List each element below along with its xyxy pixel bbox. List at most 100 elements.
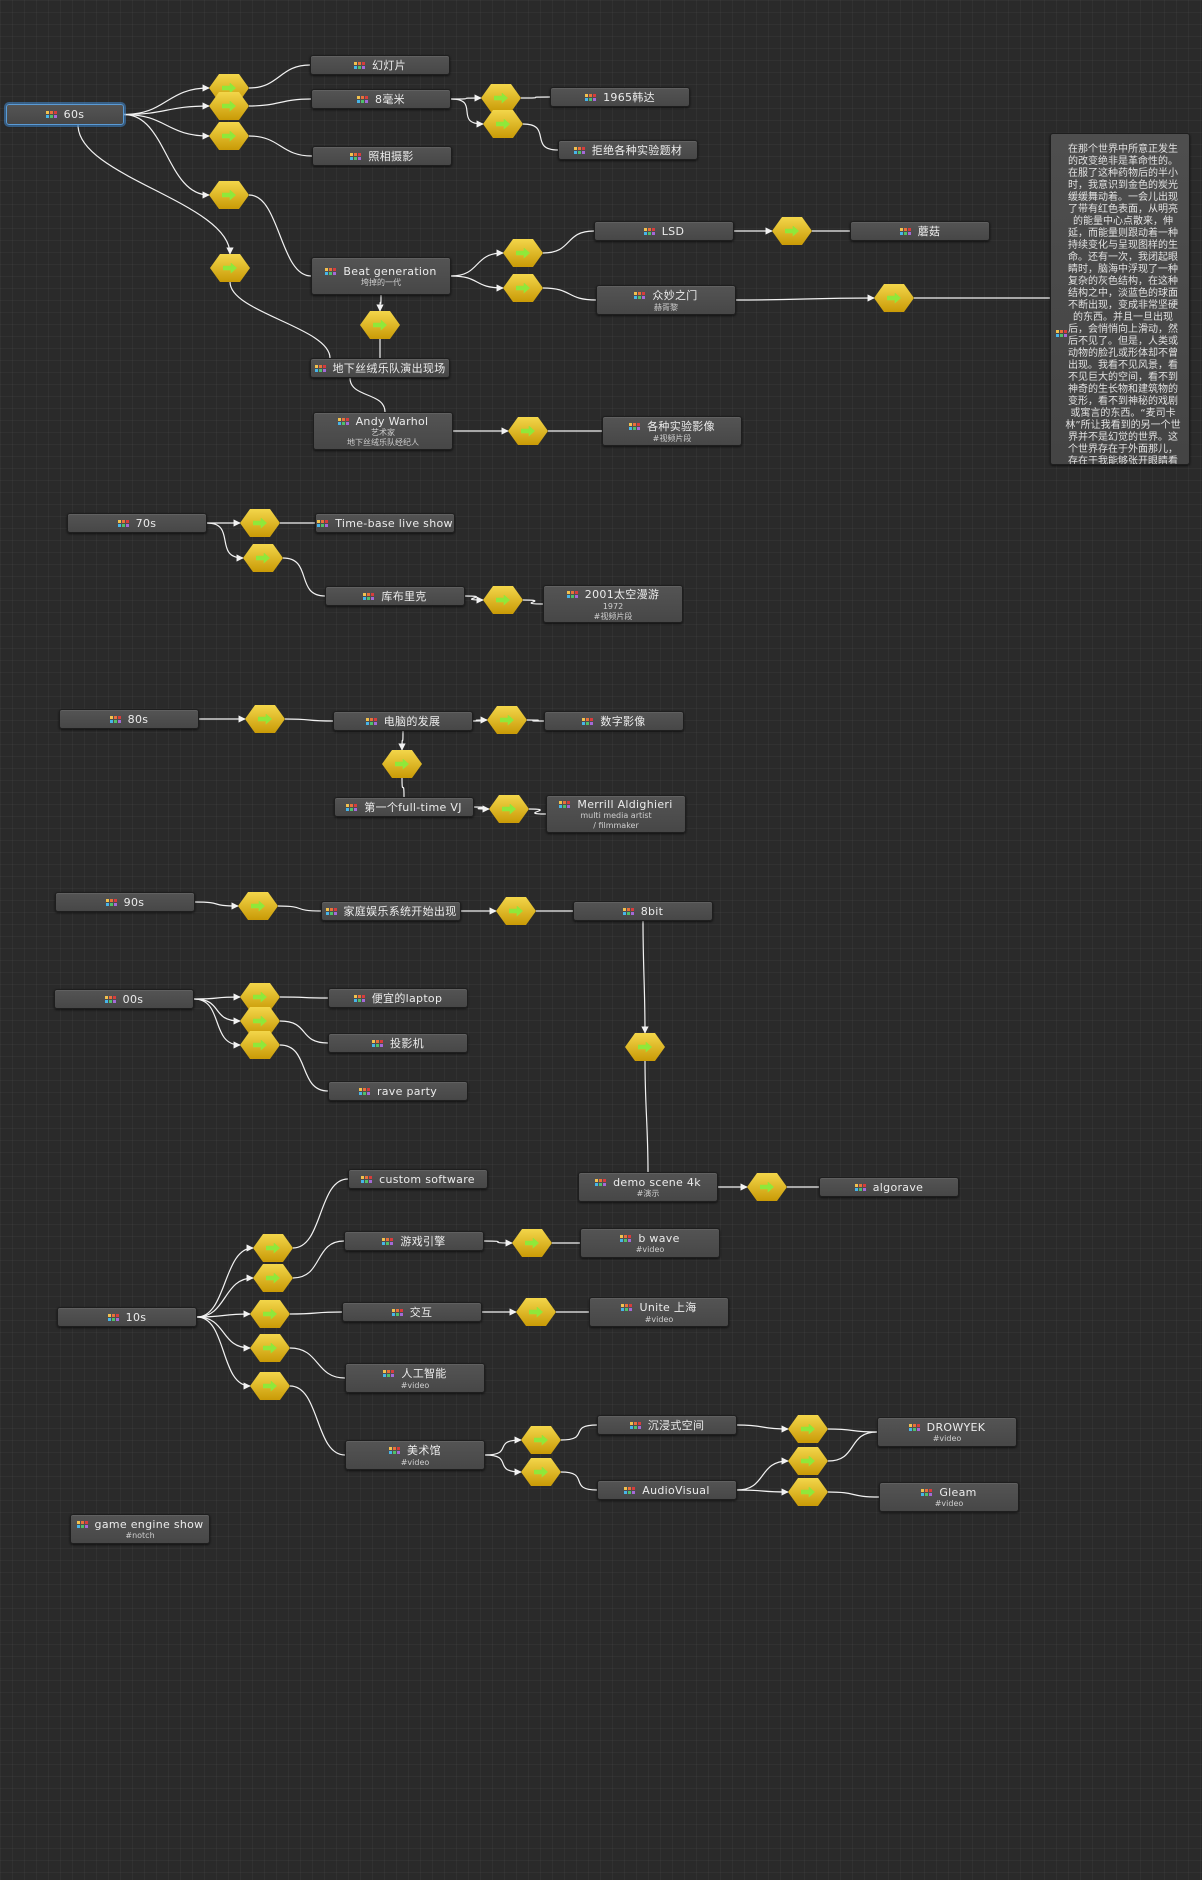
node-custom[interactable]: custom software (348, 1169, 488, 1189)
edge (560, 1471, 598, 1491)
node-header: LSD (643, 225, 684, 238)
node-title: 8毫米 (375, 93, 405, 106)
node-header: 蘑菇 (899, 223, 941, 239)
edge (473, 805, 490, 813)
node-immersive[interactable]: 沉浸式空间 (597, 1415, 737, 1435)
node-drowyek[interactable]: DROWYEK#video (877, 1417, 1017, 1447)
connector-h3[interactable] (209, 122, 249, 150)
connector-h17[interactable] (245, 705, 285, 733)
comment-node[interactable]: 在那个世界中所意正发生的改变绝非是革命性的。在服了这种药物后的半小时，我意识到金… (1050, 133, 1190, 465)
node-header: rave party (358, 1085, 437, 1098)
node-00s[interactable]: 00s (54, 989, 194, 1009)
node-bwave[interactable]: b wave#video (580, 1228, 720, 1258)
node-laptop[interactable]: 便宜的laptop (328, 988, 468, 1008)
node-expfilm[interactable]: 各种实验影像#视频片段 (602, 416, 742, 446)
node-70s[interactable]: 70s (67, 513, 207, 533)
node-lsd[interactable]: LSD (594, 221, 734, 241)
node-grid-icon (314, 364, 326, 372)
node-header: Beat generation (325, 265, 436, 278)
node-80s[interactable]: 80s (59, 709, 199, 729)
node-rave[interactable]: rave party (328, 1081, 468, 1101)
node-digital[interactable]: 数字影像 (544, 711, 684, 731)
arrow-right-icon (502, 803, 516, 815)
edge (464, 595, 484, 604)
node-10s[interactable]: 10s (57, 1307, 197, 1327)
edge (736, 1488, 789, 1496)
node-1965[interactable]: 1965韩达 (550, 87, 690, 107)
edge (641, 920, 649, 1034)
node-header: 数字影像 (582, 713, 645, 729)
node-velvet[interactable]: 地下丝绒乐队演出现场 (310, 358, 450, 378)
node-grid-icon (104, 995, 116, 1003)
edge (560, 1424, 598, 1441)
connector-h22[interactable] (496, 897, 536, 925)
node-header: 8bit (622, 905, 664, 918)
node-interact[interactable]: 交互 (342, 1302, 482, 1322)
node-exp[interactable]: 拒绝各种实验题材 (558, 140, 698, 160)
node-title: 幻灯片 (372, 59, 406, 72)
connector-h11[interactable] (772, 217, 812, 245)
connector-h13[interactable] (508, 417, 548, 445)
node-60s[interactable]: 60s (6, 104, 124, 125)
node-kubrick[interactable]: 库布里克 (325, 586, 465, 606)
node-header: 1965韩达 (585, 89, 655, 105)
node-header: 便宜的laptop (353, 990, 443, 1006)
node-projector[interactable]: 投影机 (328, 1033, 468, 1053)
edge (123, 102, 210, 116)
node-gameengine[interactable]: 游戏引擎 (344, 1231, 484, 1251)
node-demo[interactable]: demo scene 4k#演示 (578, 1172, 718, 1202)
edge (542, 230, 595, 254)
connector-h2[interactable] (209, 92, 249, 120)
edge (450, 275, 504, 292)
arrow-right-icon (266, 1272, 280, 1284)
connector-h23[interactable] (240, 983, 280, 1011)
node-8bit[interactable]: 8bit (573, 901, 713, 921)
node-door[interactable]: 众妙之门赫胥黎 (596, 285, 736, 315)
connector-h16[interactable] (483, 586, 523, 614)
node-museum[interactable]: 美术馆#video (345, 1440, 485, 1470)
connector-h4[interactable] (209, 181, 249, 209)
node-gleam[interactable]: Gleam#video (879, 1482, 1019, 1512)
node-computer[interactable]: 电脑的发展 (333, 711, 473, 731)
node-algo[interactable]: algorave (819, 1177, 959, 1197)
node-av[interactable]: AudioVisual (597, 1480, 737, 1500)
node-home[interactable]: 家庭娱乐系统开始出现 (321, 901, 461, 921)
node-slide[interactable]: 幻灯片 (310, 55, 450, 75)
connector-h18[interactable] (487, 706, 527, 734)
node-90s[interactable]: 90s (55, 892, 195, 912)
edge (123, 113, 210, 140)
edge (196, 1316, 251, 1352)
connector-h21[interactable] (238, 892, 278, 920)
node-title: 投影机 (390, 1037, 424, 1050)
connector-h19[interactable] (382, 750, 422, 778)
node-unite[interactable]: Unite 上海#video (589, 1297, 729, 1327)
node-header: 投影机 (372, 1035, 424, 1051)
node-grid-icon (854, 1183, 866, 1191)
node-mush[interactable]: 蘑菇 (850, 221, 990, 241)
node-grid-icon (582, 717, 594, 725)
node-header: 电脑的发展 (365, 713, 441, 729)
node-grid-icon (622, 907, 634, 915)
arrow-right-icon (887, 292, 901, 304)
node-grid-icon (76, 1520, 88, 1528)
node-firstvj[interactable]: 第一个full-time VJ (334, 797, 474, 817)
connector-h15[interactable] (243, 544, 283, 572)
node-gameshow[interactable]: game engine show#notch (70, 1514, 210, 1544)
arrow-right-icon (222, 100, 236, 112)
node-ai[interactable]: 人工智能#video (345, 1363, 485, 1393)
connector-h12[interactable] (874, 284, 914, 312)
node-title: b wave (638, 1231, 680, 1245)
node-timebase[interactable]: Time-base live show (315, 513, 455, 533)
edge (484, 1454, 522, 1476)
node-photo[interactable]: 照相摄影 (312, 146, 452, 166)
node-8mm[interactable]: 8毫米 (311, 89, 451, 109)
node-title: Unite 上海 (639, 1301, 697, 1314)
connector-h20[interactable] (489, 795, 529, 823)
node-grid-icon (643, 227, 655, 235)
connector-h14[interactable] (240, 509, 280, 537)
